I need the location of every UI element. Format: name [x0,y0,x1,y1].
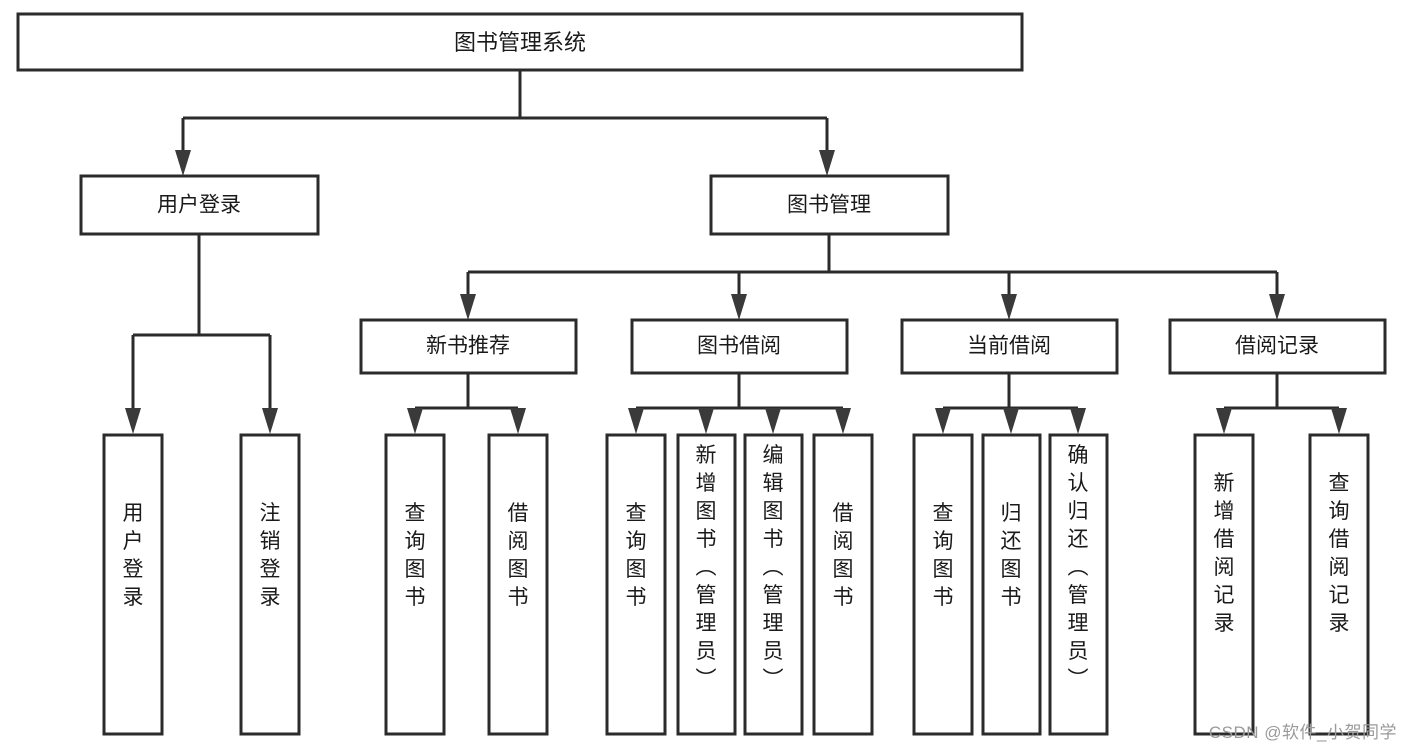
node-current-borrow-box[interactable] [900,318,1119,375]
node-borrow-record-box[interactable] [1168,318,1387,375]
node-new-book-recommend-box[interactable] [359,318,578,375]
node-user-login-box[interactable] [79,174,320,236]
arrow-to-user-login [175,150,191,176]
leaf-add-book-admin-box[interactable] [676,433,737,736]
leaf-logout-login-box[interactable] [239,433,301,736]
arrow-to-book-manage [819,150,835,176]
leaf-add-book-admin[interactable]: 新增图书︵管理员︶ [676,433,737,736]
arrow-leaf-query-book-2 [628,408,644,434]
node-new-book-recommend[interactable]: 新书推荐 [359,318,578,375]
leaf-query-book-3[interactable]: 查询图书 [912,433,974,736]
node-borrow-record-label: 借阅记录 [1235,335,1319,358]
leaf-edit-book-admin-box[interactable] [743,433,804,736]
arrow-leaf-logout-login [262,408,278,434]
leaf-user-login-box[interactable] [102,433,164,736]
leaf-logout-login-label: 注销登录 [260,502,281,609]
watermark-text: CSDN @软件_小贺同学 [1208,723,1397,742]
arrow-leaf-query-book-3 [935,408,951,434]
node-current-borrow[interactable]: 当前借阅 [900,318,1119,375]
arrow-to-book-borrow [731,294,747,320]
leaf-query-book-1-label: 查询图书 [405,502,426,609]
arrow-leaf-borrow-book-2 [835,408,851,434]
arrow-to-new-book [460,294,476,320]
arrow-leaf-user-login [125,408,141,434]
node-book-manage[interactable]: 图书管理 [709,174,950,236]
leaf-query-borrow-record-label: 查询借阅记录 [1329,472,1350,635]
node-root[interactable]: 图书管理系统 [16,12,1024,72]
leaf-return-book-label: 归还图书 [1001,502,1022,609]
node-root-box[interactable] [16,12,1024,72]
arrow-leaf-borrow-book-1 [510,408,526,434]
node-user-login[interactable]: 用户登录 [79,174,320,236]
node-root-label: 图书管理系统 [454,30,586,55]
leaf-query-borrow-record-box[interactable] [1308,433,1370,736]
node-new-book-recommend-label: 新书推荐 [426,335,510,358]
leaf-query-book-1-box[interactable] [384,433,446,736]
node-book-borrow-label: 图书借阅 [697,335,781,358]
leaf-add-borrow-record-label: 新增借阅记录 [1214,472,1235,635]
leaf-borrow-book-1[interactable]: 借阅图书 [487,433,549,736]
leaf-borrow-book-2[interactable]: 借阅图书 [812,433,874,736]
node-current-borrow-label: 当前借阅 [967,335,1051,358]
leaf-return-book[interactable]: 归还图书 [981,433,1042,736]
arrow-leaf-confirm-return-admin [1070,408,1086,434]
arrow-to-current-borrow [1001,294,1017,320]
leaf-edit-book-admin-label: 编辑图书︵管理员︶ [763,444,784,691]
leaf-return-book-box[interactable] [981,433,1042,736]
leaf-add-borrow-record-box[interactable] [1193,433,1255,736]
leaf-user-login-label: 用户登录 [123,502,144,609]
leaf-query-book-3-box[interactable] [912,433,974,736]
leaf-borrow-book-1-box[interactable] [487,433,549,736]
arrow-leaf-return-book [1003,408,1019,434]
leaf-query-book-3-label: 查询图书 [933,502,954,609]
leaf-query-borrow-record[interactable]: 查询借阅记录 [1308,433,1370,736]
leaf-borrow-book-1-label: 借阅图书 [508,502,529,609]
leaf-borrow-book-2-box[interactable] [812,433,874,736]
leaf-query-book-1[interactable]: 查询图书 [384,433,446,736]
arrow-to-borrow-record [1269,294,1285,320]
leaf-logout-login[interactable]: 注销登录 [239,433,301,736]
leaf-edit-book-admin[interactable]: 编辑图书︵管理员︶ [743,433,804,736]
node-user-login-label: 用户登录 [157,194,241,217]
node-book-manage-label: 图书管理 [787,194,871,217]
arrow-leaf-edit-book-admin [765,408,781,434]
node-borrow-record[interactable]: 借阅记录 [1168,318,1387,375]
arrow-leaf-query-borrow-record [1331,408,1347,434]
leaf-add-borrow-record[interactable]: 新增借阅记录 [1193,433,1255,736]
leaf-layer: 用户登录 注销登录 查询图书 借阅图书 查询图书 新增图书 [102,433,1370,736]
leaf-query-book-2[interactable]: 查询图书 [605,433,667,736]
leaf-confirm-return-admin-label: 确认归还︵管理员︶ [1068,444,1089,691]
arrow-leaf-query-book-1 [407,408,423,434]
leaf-query-book-2-box[interactable] [605,433,667,736]
leaf-user-login[interactable]: 用户登录 [102,433,164,736]
leaf-query-book-2-label: 查询图书 [626,502,647,609]
leaf-add-book-admin-label: 新增图书︵管理员︶ [696,444,717,691]
leaf-confirm-return-admin-box[interactable] [1048,433,1109,736]
connector-layer [125,70,1347,434]
node-book-borrow-box[interactable] [630,318,849,375]
arrow-leaf-add-book-admin [698,408,714,434]
node-book-manage-box[interactable] [709,174,950,236]
node-book-borrow[interactable]: 图书借阅 [630,318,849,375]
arrow-leaf-add-borrow-record [1216,408,1232,434]
leaf-confirm-return-admin[interactable]: 确认归还︵管理员︶ [1048,433,1109,736]
leaf-borrow-book-2-label: 借阅图书 [833,502,854,609]
